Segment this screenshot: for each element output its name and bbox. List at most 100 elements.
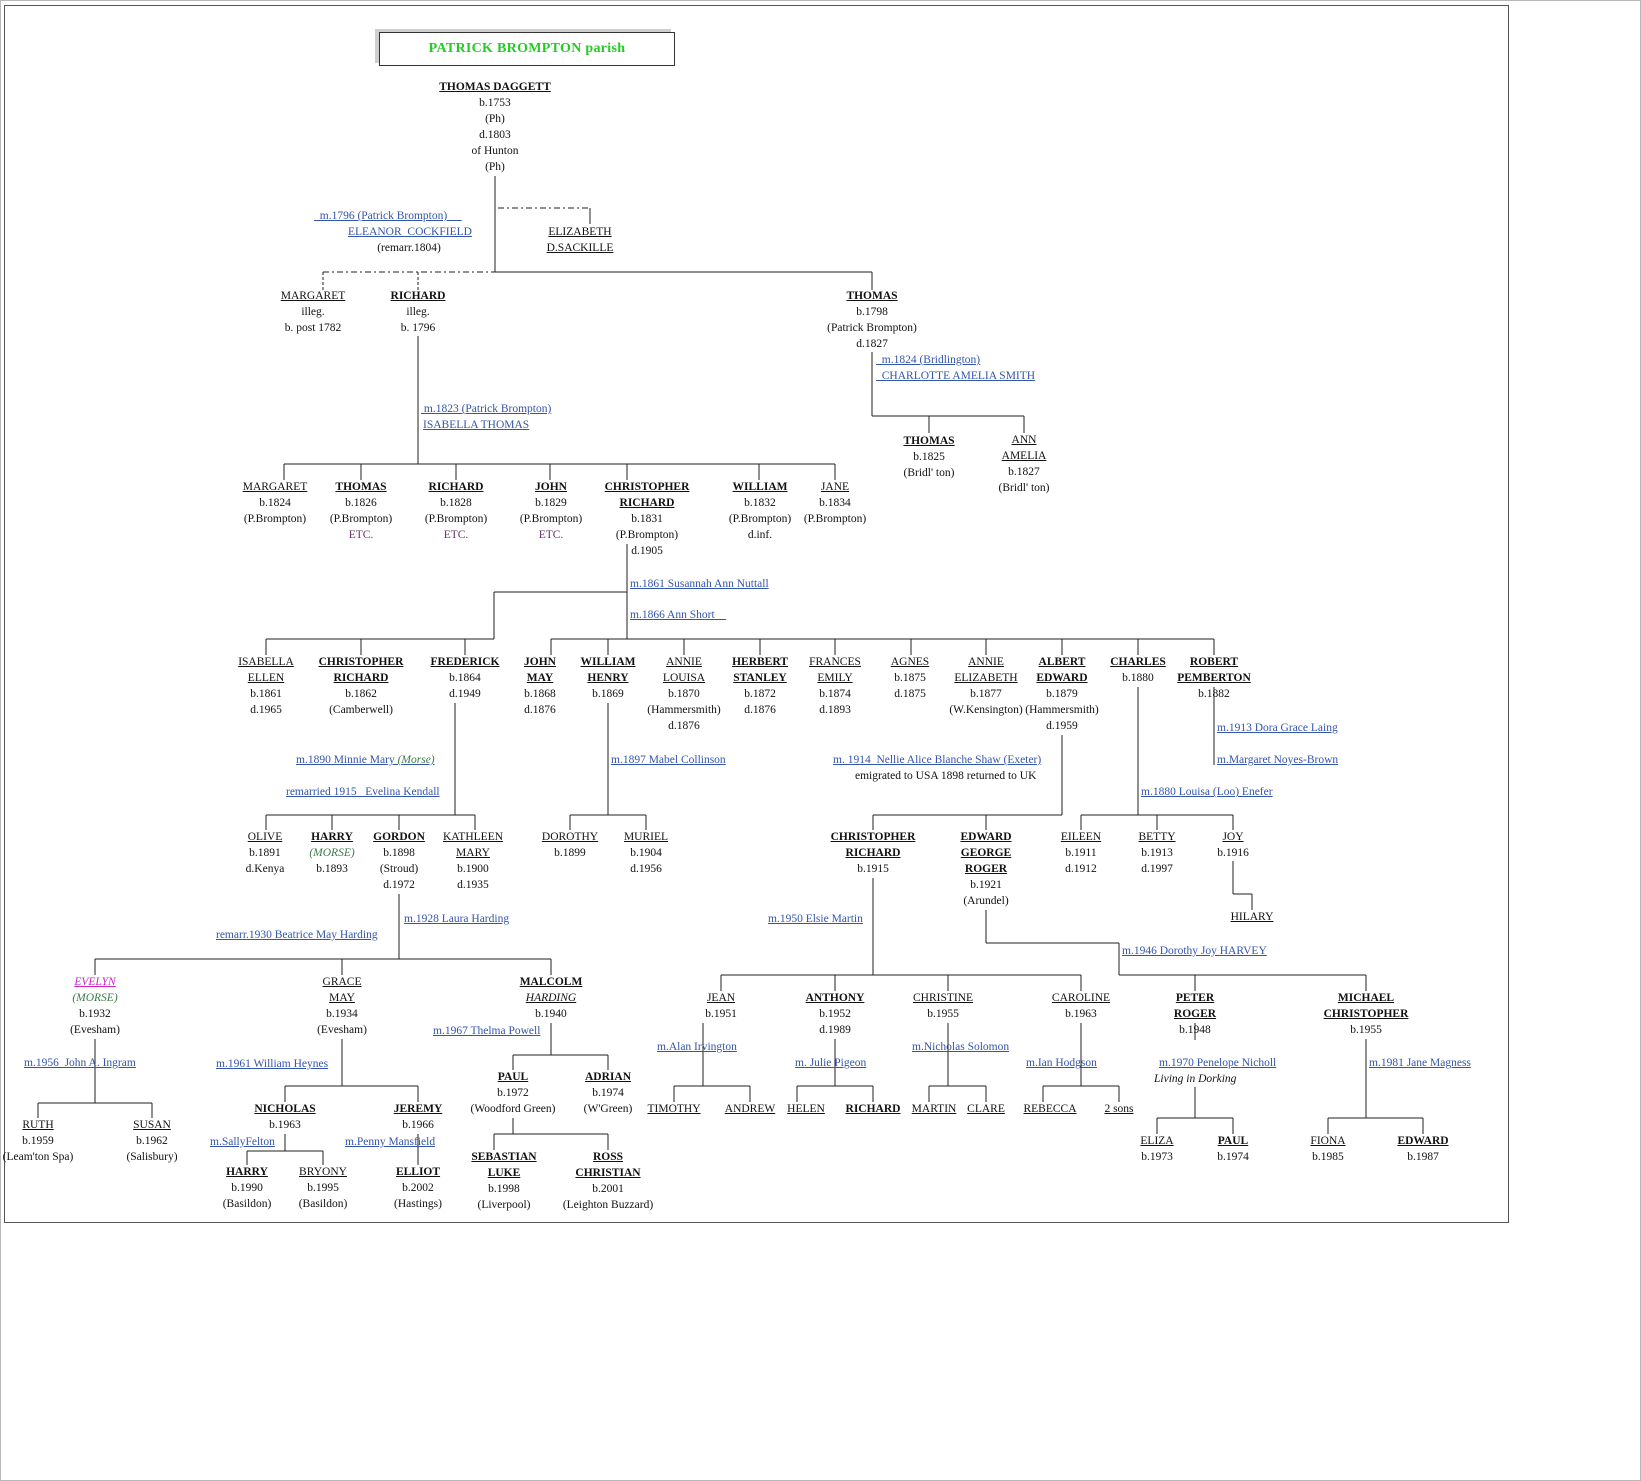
- person-detail: (P.Brompton): [243, 513, 307, 525]
- person-name: PAUL: [1217, 1135, 1249, 1147]
- person-detail: b.1877: [970, 688, 1002, 700]
- person-name: CHARLES: [1110, 656, 1166, 668]
- person-detail: b.1893: [316, 863, 348, 875]
- person-name: EDWARD: [1397, 1135, 1449, 1147]
- person-name-line: HARDING: [525, 992, 577, 1004]
- person-name-line: RICHARD: [333, 672, 389, 684]
- person-name: RICHARD: [390, 290, 446, 302]
- marriage-text: m. 1914 Nellie Alice Blanche Shaw (Exete…: [833, 754, 1042, 766]
- person-name: HARRY: [226, 1166, 268, 1178]
- marriage-m-1824: m.1824 (Bridlington): [876, 352, 980, 368]
- person-name-line: D.SACKILLE: [546, 242, 614, 254]
- person-name: KATHLEEN: [442, 831, 504, 843]
- person-detail: b.1951: [705, 1008, 737, 1020]
- marriage-text: m.SallyFelton: [210, 1136, 275, 1148]
- person-detail: d.1997: [1141, 863, 1173, 875]
- person-name: ISABELLA: [238, 656, 294, 668]
- marriage-text: Living in Dorking: [1154, 1073, 1237, 1085]
- person-detail: b.1798: [856, 306, 888, 318]
- marriage-text: m.Nicholas Solomon: [912, 1041, 1010, 1053]
- marriage-m-1970: m.1970 Penelope Nicholl: [1159, 1055, 1276, 1071]
- person-detail: d.1876: [668, 720, 700, 732]
- person-name: ROSS: [592, 1151, 624, 1163]
- person-name: ALBERT: [1038, 656, 1086, 668]
- person-name: JOY: [1222, 831, 1244, 843]
- marriage-m-1956: m.1956 John A. Ingram: [24, 1055, 136, 1071]
- person-detail: of Hunton: [471, 145, 519, 157]
- person-name-line: MARY: [456, 847, 490, 859]
- person-name-line: ROGER: [964, 863, 1008, 875]
- chart-title: PATRICK BROMPTON parish: [379, 32, 675, 66]
- person-name: CAROLINE: [1051, 992, 1111, 1004]
- person-detail: (P.Brompton): [728, 513, 792, 525]
- person-rebecca: REBECCA: [1023, 1101, 1076, 1117]
- person-detail: (Salisbury): [126, 1151, 178, 1163]
- person-detail: b.1870: [668, 688, 700, 700]
- person-detail: b.1963: [1065, 1008, 1097, 1020]
- person-detail: (P.Brompton): [803, 513, 867, 525]
- marriage-text: m.Margaret Noyes-Brown: [1217, 754, 1339, 766]
- person-name-line: RICHARD: [619, 497, 675, 509]
- marriage-text: m.Ian Hodgson: [1026, 1057, 1097, 1069]
- person-detail: b.1825: [913, 451, 945, 463]
- person-detail: b.1963: [269, 1119, 301, 1131]
- person-detail: b.2001: [592, 1183, 624, 1195]
- person-detail: d.1965: [250, 704, 282, 716]
- marriage-m-1930: remarr.1930 Beatrice May Harding: [216, 927, 378, 943]
- person-detail: (Leighton Buzzard): [562, 1199, 654, 1211]
- person-detail: b.1966: [402, 1119, 434, 1131]
- marriage-text: m. Julie Pigeon: [795, 1057, 867, 1069]
- person-detail: (Leam'ton Spa): [2, 1151, 74, 1163]
- person-name: ANDREW: [724, 1103, 776, 1115]
- person-detail: b.1934: [326, 1008, 358, 1020]
- person-name: 2 sons: [1104, 1103, 1134, 1115]
- person-name: THOMAS: [903, 435, 955, 447]
- person-name-line: PEMBERTON: [1177, 672, 1251, 684]
- person-name: HILARY: [1230, 911, 1274, 923]
- person-detail: (Basildon): [222, 1198, 272, 1210]
- person-name: WILLIAM: [732, 481, 788, 493]
- person-detail: (Hastings): [394, 1198, 442, 1210]
- person-martin: MARTIN: [912, 1101, 957, 1117]
- marriage-m-1890: m.1890 Minnie Mary (Morse): [296, 752, 435, 768]
- person-detail: (Woodford Green): [470, 1103, 556, 1115]
- marriage-m-1981: m.1981 Jane Magness: [1369, 1055, 1471, 1071]
- person-detail: b.2002: [402, 1182, 434, 1194]
- person-detail: (Stroud): [379, 863, 419, 875]
- marriage-text: ISABELLA THOMAS: [423, 419, 530, 431]
- person-detail: b.1952: [819, 1008, 851, 1020]
- person-detail: b.1974: [1217, 1151, 1249, 1163]
- marriage-alias: (Morse): [397, 754, 435, 766]
- person-name: JOHN: [524, 656, 556, 668]
- person-detail: b.1916: [1217, 847, 1249, 859]
- person-detail: b.1875: [894, 672, 926, 684]
- person-name: HELEN: [787, 1103, 825, 1115]
- person-name: JANE: [820, 481, 850, 493]
- person-detail: b.1829: [535, 497, 567, 509]
- marriage-m-1796-remarr: (remarr.1804): [377, 240, 441, 256]
- person-name-line: EMILY: [817, 672, 853, 684]
- person-detail: b.1868: [524, 688, 556, 700]
- marriage-m-1946: m.1946 Dorothy Joy HARVEY: [1122, 943, 1267, 959]
- person-name: CHRISTOPHER: [604, 481, 690, 493]
